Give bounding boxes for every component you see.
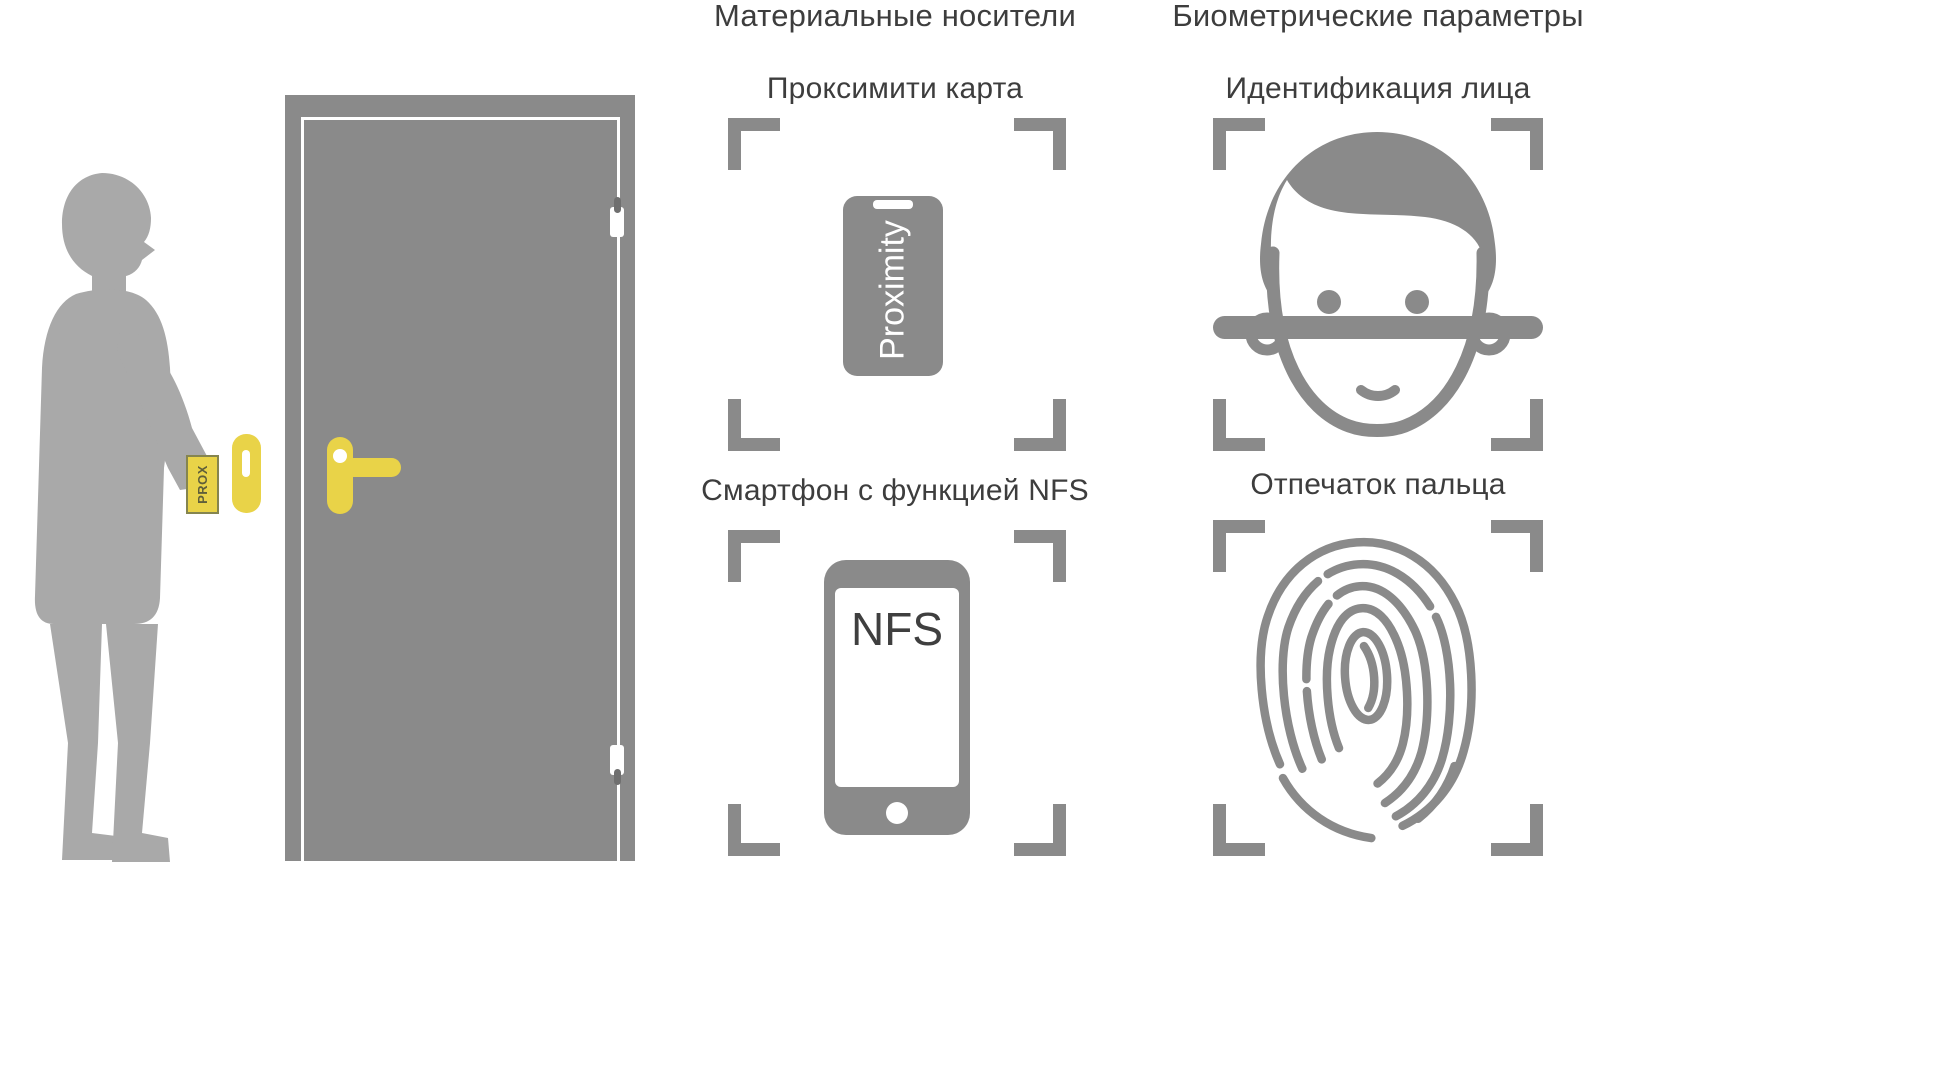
scan-line [1213, 316, 1543, 339]
proximity-card-icon: Proximity [843, 196, 943, 376]
hair [1260, 132, 1496, 295]
frame-corner-bottom-left [728, 804, 780, 856]
person-silhouette [34, 173, 212, 862]
nfc-smartphone-title: Смартфон с функцией NFS [701, 474, 1089, 507]
frame-corner-top-left [1213, 118, 1265, 170]
nfc-smartphone-frame: NFS [728, 530, 1066, 856]
face-outline [1266, 246, 1490, 437]
frame-corner-bottom-right [1014, 804, 1066, 856]
frame-corner-top-left [728, 530, 780, 582]
face-id-title: Идентификация лица [1225, 72, 1531, 105]
material-column-title: Материальные носители [714, 0, 1076, 33]
phone-screen: NFS [835, 588, 959, 787]
hinge-pin [613, 197, 621, 213]
frame-corner-top-right [1014, 118, 1066, 170]
frame-corner-top-left [1213, 520, 1265, 572]
frame-corner-top-right [1491, 118, 1543, 170]
biometric-column-title: Биометрические параметры [1172, 0, 1584, 33]
nfc-smartphone-icon: NFS [824, 560, 970, 835]
frame-corner-top-left [728, 118, 780, 170]
proximity-card-frame: Proximity [728, 118, 1066, 451]
fingerprint-frame [1213, 520, 1543, 856]
wall-card-reader[interactable] [232, 434, 261, 513]
handle-keyhole [333, 449, 347, 463]
frame-corner-bottom-right [1491, 804, 1543, 856]
fingerprint-ridges [1256, 537, 1476, 843]
door-hinge-bottom [610, 745, 624, 785]
phone-home-button [886, 802, 908, 824]
frame-corner-bottom-right [1014, 399, 1066, 451]
door [285, 95, 635, 861]
frame-corner-bottom-left [728, 399, 780, 451]
card-punch-slot [873, 200, 913, 209]
person-shape [34, 173, 212, 862]
proximity-card-text: Proximity [873, 219, 912, 360]
face-scan-icon [1213, 132, 1543, 437]
reader-slot [242, 450, 250, 477]
frame-corner-top-right [1014, 530, 1066, 582]
eye-left [1317, 290, 1341, 314]
frame-corner-top-right [1491, 520, 1543, 572]
door-panel-line [301, 117, 620, 861]
face-id-frame [1213, 118, 1543, 451]
prox-card-label: PROX [195, 465, 210, 504]
fingerprint-icon [1256, 537, 1476, 843]
frame-corner-bottom-left [1213, 804, 1265, 856]
door-hinge-top [610, 197, 624, 237]
hinge-pin [613, 769, 621, 785]
mouth [1356, 385, 1400, 401]
frame-corner-bottom-right [1491, 399, 1543, 451]
fingerprint-title: Отпечаток пальца [1250, 468, 1506, 501]
door-lever-handle[interactable] [337, 458, 401, 477]
nfs-screen-label: NFS [851, 603, 943, 655]
proximity-card-title: Проксимити карта [766, 72, 1024, 105]
frame-corner-bottom-left [1213, 399, 1265, 451]
eye-right [1405, 290, 1429, 314]
prox-card-in-hand[interactable]: PROX [186, 455, 219, 514]
